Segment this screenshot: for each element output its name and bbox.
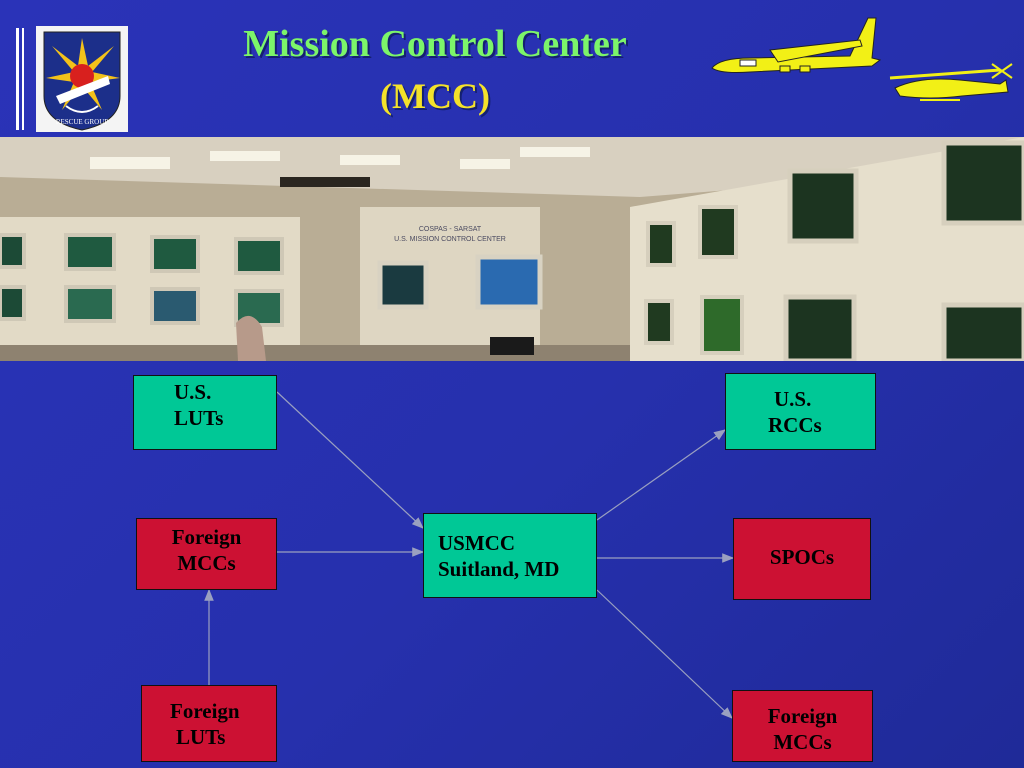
arrow-usmcc-to-foreignmccs-right — [596, 589, 733, 719]
node-foreign-luts: Foreign LUTs — [141, 685, 277, 762]
logo-text: RESCUE GROUP — [56, 118, 108, 126]
node-us-rccs-line1: U.S. — [774, 387, 812, 411]
monitor-screens — [0, 140, 1024, 361]
cargo-plane-icon — [711, 17, 882, 73]
decor-bar-right — [22, 28, 24, 130]
node-foreign-mccs-right: Foreign MCCs — [732, 690, 873, 762]
arrow-usmcc-to-rccs — [596, 429, 726, 521]
decor-bar-left — [16, 28, 19, 130]
control-room-photo: COSPAS - SARSAT U.S. MISSION CONTROL CEN… — [0, 137, 1024, 361]
node-us-luts: U.S. LUTs — [133, 375, 277, 450]
node-us-luts-line1: U.S. — [174, 380, 212, 404]
node-us-rccs: U.S. RCCs — [725, 373, 876, 450]
node-foreign-mccs-right-line1: Foreign — [767, 704, 838, 728]
aircraft-icons — [711, 17, 1013, 101]
node-usmcc-line2: Suitland, MD — [438, 557, 560, 581]
node-usmcc-line1: USMCC — [438, 531, 515, 555]
photo-sign-line1: COSPAS - SARSAT — [419, 226, 482, 233]
helicopter-icon — [889, 63, 1013, 101]
rescue-group-logo: RESCUE GROUP — [36, 26, 128, 132]
node-foreign-mccs-right-line2: MCCs — [773, 730, 832, 754]
node-foreign-mccs-left: Foreign MCCs — [136, 518, 277, 590]
node-spocs: SPOCs — [733, 518, 871, 600]
node-foreign-luts-line1: Foreign — [170, 699, 240, 723]
node-usmcc: USMCC Suitland, MD — [423, 513, 597, 598]
node-foreign-mccs-left-line2: MCCs — [177, 551, 236, 575]
node-foreign-mccs-left-line1: Foreign — [171, 525, 242, 549]
rescue-group-emblem-icon: RESCUE GROUP — [43, 31, 121, 131]
photo-sign-line2: U.S. MISSION CONTROL CENTER — [394, 236, 506, 243]
node-foreign-luts-line2: LUTs — [176, 725, 226, 749]
node-us-luts-line2: LUTs — [174, 406, 224, 430]
node-us-rccs-line2: RCCs — [768, 413, 822, 437]
page-subtitle: (MCC) — [380, 76, 490, 116]
node-spocs-line1: SPOCs — [769, 545, 835, 569]
page-title: Mission Control Center — [243, 23, 627, 65]
arrow-usluts-to-usmcc — [276, 391, 424, 529]
